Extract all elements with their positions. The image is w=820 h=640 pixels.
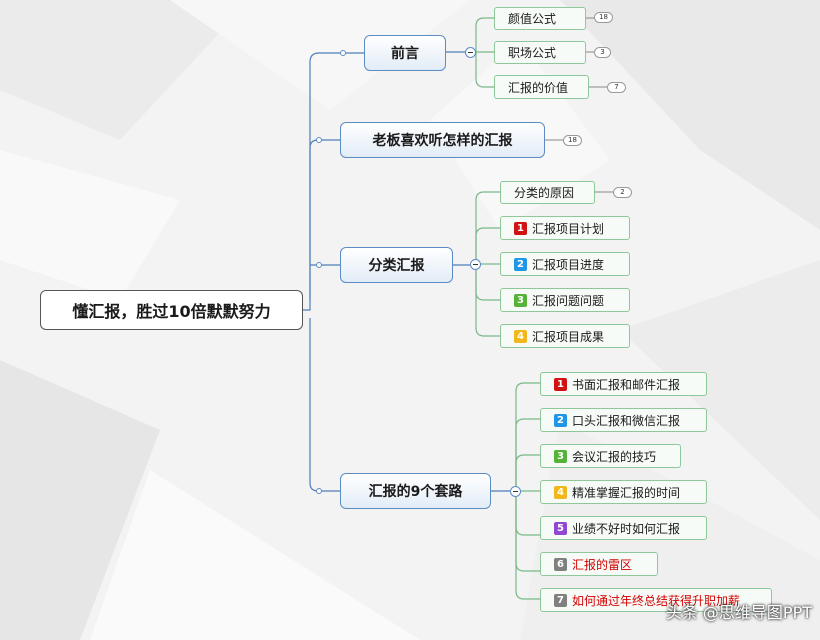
priority-5-icon: 5 <box>554 521 567 535</box>
branch-label: 汇报的9个套路 <box>368 484 463 500</box>
branch-label: 前言 <box>391 46 419 62</box>
leaf-label: 会议汇报的技巧 <box>572 449 657 464</box>
leaf-label: 汇报的价值 <box>508 80 569 95</box>
watermark: 头条 @思维导图PPT <box>665 603 812 622</box>
leaf-label: 汇报项目进度 <box>532 257 605 272</box>
leaf-node[interactable]: 1 书面汇报和邮件汇报 <box>540 372 707 396</box>
leaf-node[interactable]: 汇报的价值 <box>494 75 589 99</box>
leaf-label: 口头汇报和微信汇报 <box>572 413 681 428</box>
priority-7-icon: 7 <box>554 593 567 607</box>
note-count-badge[interactable]: 3 <box>594 47 611 58</box>
leaf-label: 职场公式 <box>508 46 557 60</box>
leaf-node[interactable]: 3 汇报问题问题 <box>500 288 630 312</box>
leaf-node[interactable]: 1 汇报项目计划 <box>500 216 630 240</box>
leaf-label: 如何通过年终总结获得升职加薪 <box>572 593 741 608</box>
leaf-label: 颜值公式 <box>508 12 557 26</box>
leaf-node[interactable]: 4 汇报项目成果 <box>500 324 630 348</box>
leaf-label: 业绩不好时如何汇报 <box>572 521 681 536</box>
branch-label: 分类汇报 <box>368 258 425 274</box>
branch-dot <box>316 262 322 268</box>
note-count-badge[interactable]: 18 <box>563 135 582 146</box>
leaf-node[interactable]: 分类的原因 <box>500 181 595 204</box>
priority-2-icon: 2 <box>554 413 567 427</box>
priority-1-icon: 1 <box>514 221 527 235</box>
branch-dot <box>340 50 346 56</box>
branch-dot <box>316 488 322 494</box>
leaf-node[interactable]: 职场公式 <box>494 41 586 64</box>
leaf-label: 汇报项目成果 <box>532 329 605 344</box>
leaf-label: 书面汇报和邮件汇报 <box>572 377 681 392</box>
note-count-badge[interactable]: 7 <box>607 82 626 93</box>
branch-node-foreword[interactable]: 前言 <box>364 35 446 71</box>
branch-dot <box>316 137 322 143</box>
leaf-label: 汇报问题问题 <box>532 293 605 308</box>
priority-3-icon: 3 <box>554 449 567 463</box>
leaf-node[interactable]: 4 精准掌握汇报的时间 <box>540 480 707 504</box>
leaf-node[interactable]: 7 如何通过年终总结获得升职加薪 <box>540 588 772 612</box>
leaf-node[interactable]: 5 业绩不好时如何汇报 <box>540 516 707 540</box>
root-node[interactable]: 懂汇报，胜过10倍默默努力 <box>40 290 303 330</box>
root-label: 懂汇报，胜过10倍默默努力 <box>72 302 271 321</box>
collapse-toggle[interactable] <box>465 47 476 58</box>
branch-node-categories[interactable]: 分类汇报 <box>340 247 453 283</box>
collapse-toggle[interactable] <box>470 259 481 270</box>
branch-label: 老板喜欢听怎样的汇报 <box>372 133 513 149</box>
note-count-badge[interactable]: 2 <box>613 187 632 198</box>
priority-4-icon: 4 <box>554 485 567 499</box>
leaf-node[interactable]: 2 汇报项目进度 <box>500 252 630 276</box>
leaf-node[interactable]: 6 汇报的雷区 <box>540 552 658 576</box>
leaf-label: 精准掌握汇报的时间 <box>572 485 681 500</box>
branch-node-boss-preference[interactable]: 老板喜欢听怎样的汇报 <box>340 122 545 158</box>
leaf-label: 汇报的雷区 <box>572 557 633 572</box>
priority-2-icon: 2 <box>514 257 527 271</box>
priority-3-icon: 3 <box>514 293 527 307</box>
leaf-node[interactable]: 2 口头汇报和微信汇报 <box>540 408 707 432</box>
leaf-node[interactable]: 3 会议汇报的技巧 <box>540 444 681 468</box>
leaf-label: 分类的原因 <box>514 186 575 200</box>
leaf-node[interactable]: 颜值公式 <box>494 7 586 30</box>
priority-4-icon: 4 <box>514 329 527 343</box>
leaf-label: 汇报项目计划 <box>532 221 605 236</box>
collapse-toggle[interactable] <box>510 486 521 497</box>
note-count-badge[interactable]: 18 <box>594 12 613 23</box>
priority-6-icon: 6 <box>554 557 567 571</box>
branch-node-nine-routines[interactable]: 汇报的9个套路 <box>340 473 491 509</box>
priority-1-icon: 1 <box>554 377 567 391</box>
